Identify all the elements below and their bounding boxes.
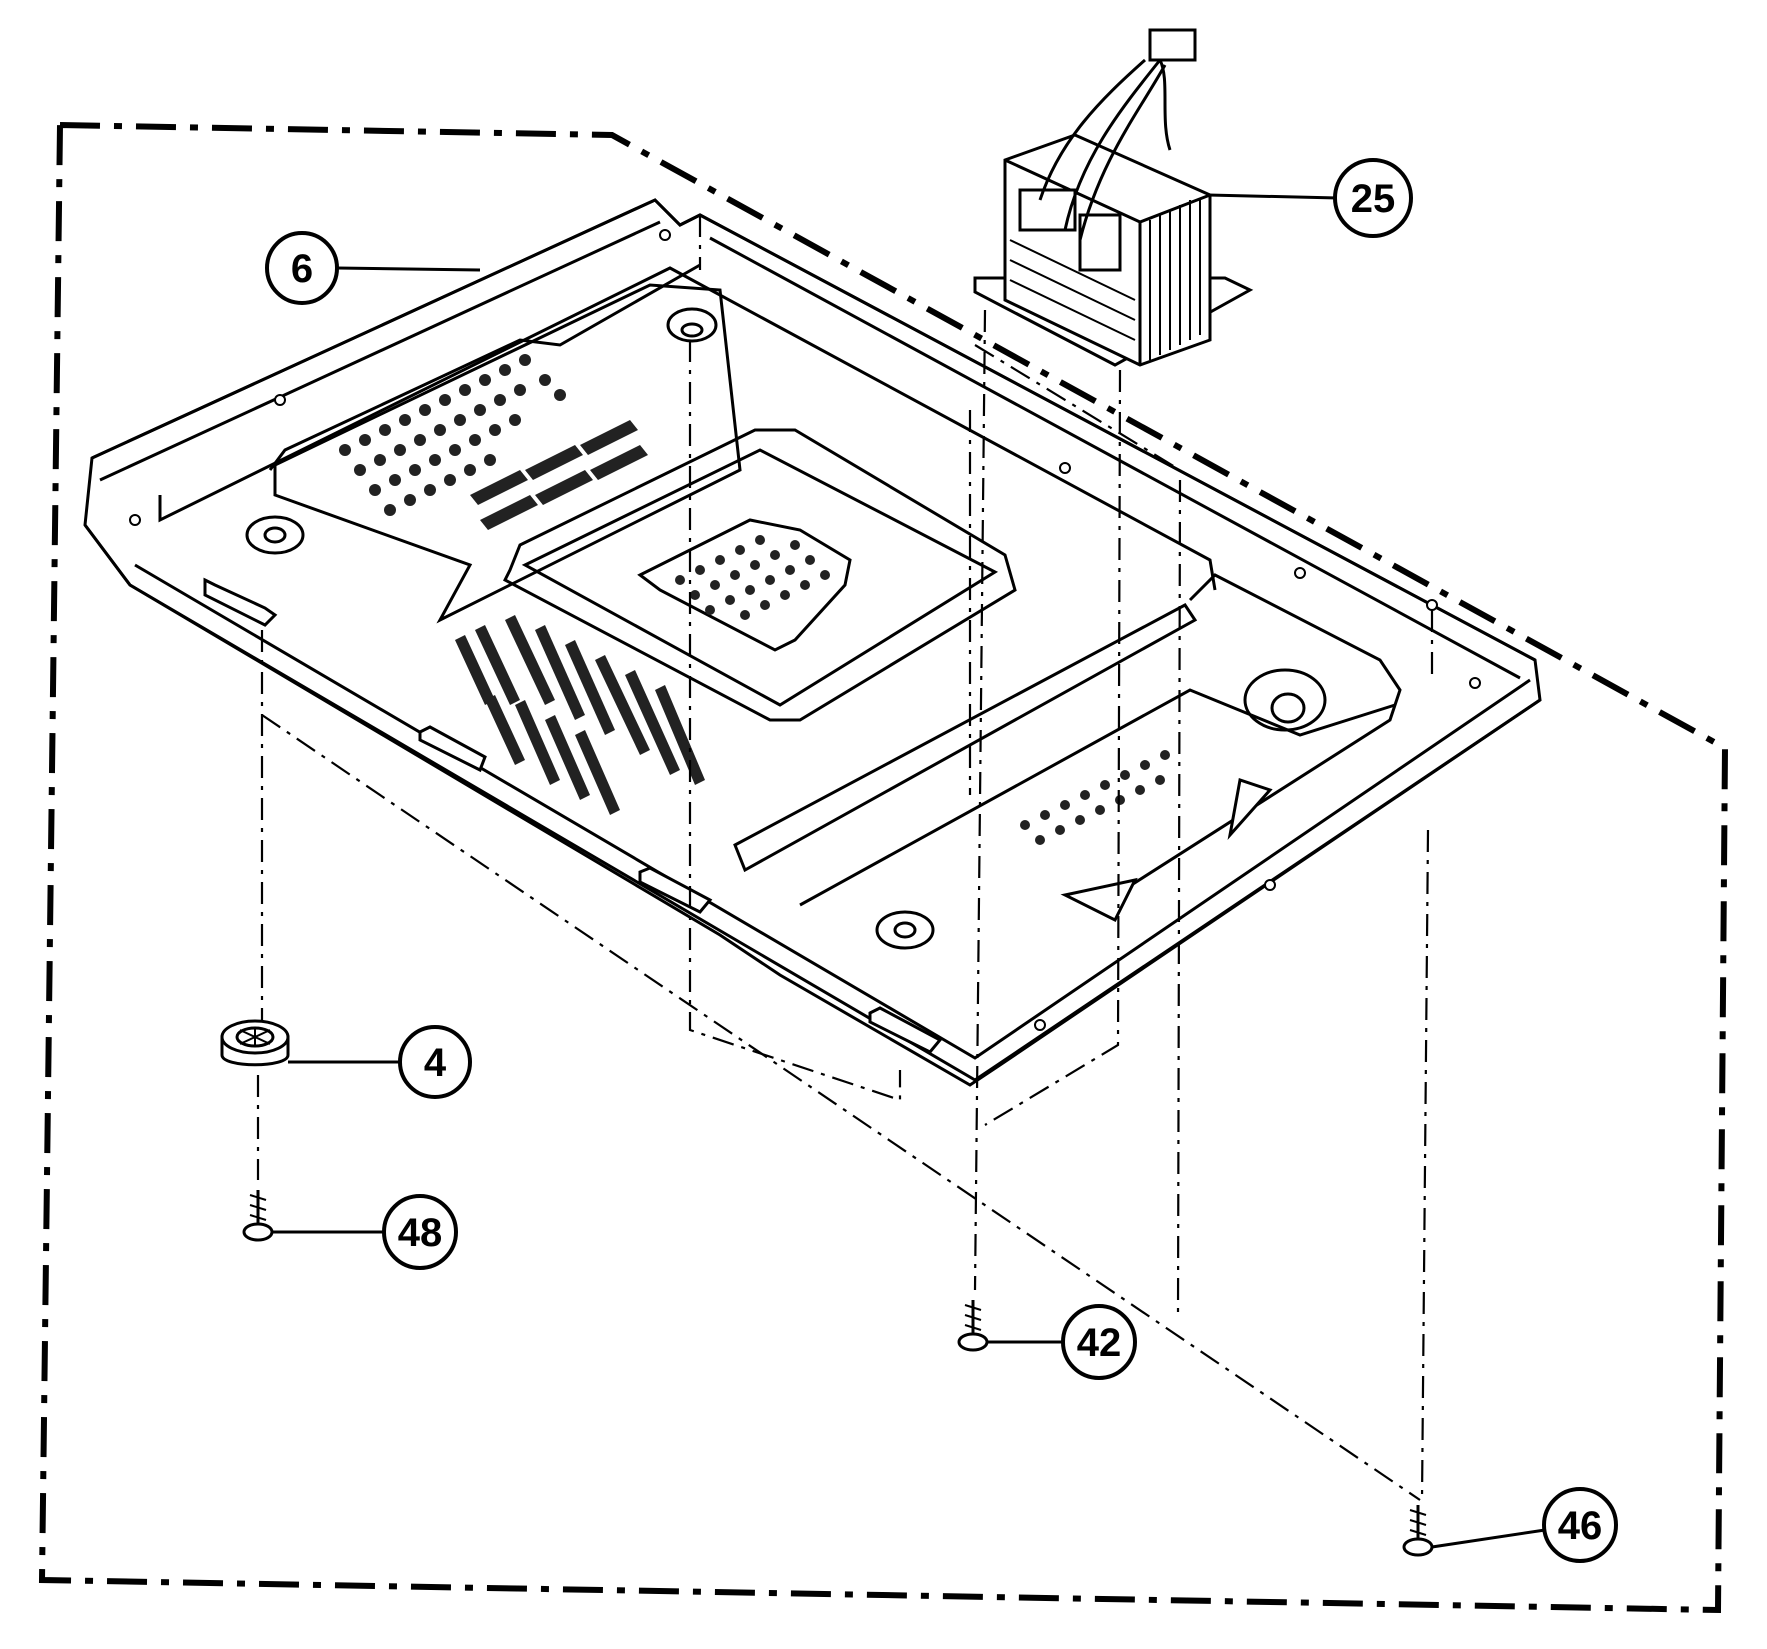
transformer[interactable]: [973, 28, 1254, 367]
assembly-boundary: [38, 121, 1729, 1614]
callout-48-label: 48: [398, 1211, 443, 1255]
callout-leaders: [272, 193, 1546, 1549]
callout-42[interactable]: 42: [1061, 1304, 1137, 1380]
assembly-lines: [256, 215, 1434, 1501]
callout-46-label: 46: [1558, 1504, 1603, 1548]
foot[interactable]: [220, 1019, 290, 1067]
callout-42-label: 42: [1077, 1321, 1122, 1365]
callout-6[interactable]: 6: [265, 231, 339, 305]
callout-6-label: 6: [291, 247, 313, 291]
screw-48[interactable]: [242, 1190, 274, 1242]
callout-25-label: 25: [1351, 177, 1396, 221]
callout-46[interactable]: 46: [1542, 1487, 1618, 1563]
base-plate[interactable]: [83, 198, 1542, 1087]
callout-25[interactable]: 25: [1333, 158, 1413, 238]
screw-46[interactable]: [1402, 1505, 1434, 1557]
vent-holes: [339, 354, 1170, 845]
callout-4-label: 4: [424, 1041, 447, 1085]
callout-48[interactable]: 48: [382, 1194, 458, 1270]
callout-4[interactable]: 4: [398, 1025, 472, 1099]
screw-42[interactable]: [957, 1300, 989, 1352]
